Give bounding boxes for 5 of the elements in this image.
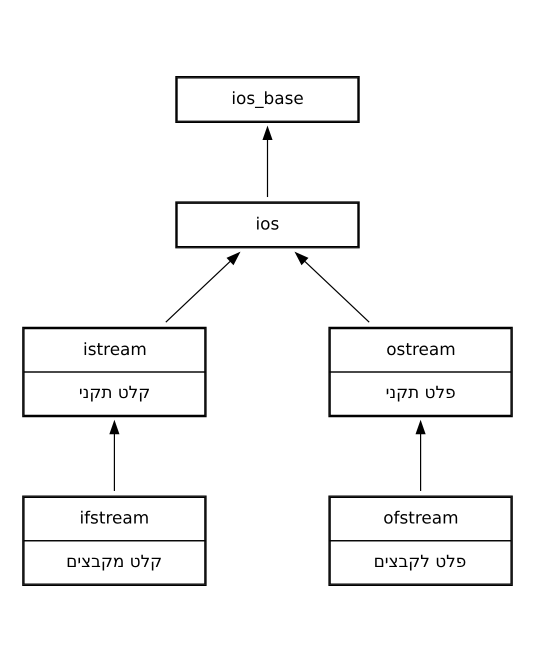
arrow (294, 251, 370, 322)
arrow (262, 125, 273, 197)
arrow (416, 419, 426, 490)
arrow (165, 251, 241, 322)
arrow (109, 419, 120, 490)
